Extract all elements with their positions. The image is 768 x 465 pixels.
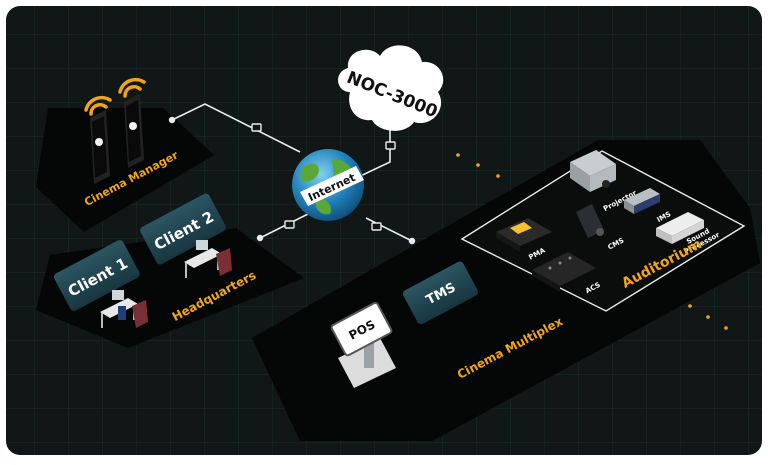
decorative-dots xyxy=(456,153,728,330)
wifi-icon xyxy=(84,77,146,116)
network-links xyxy=(171,103,413,242)
cinema-manager-platform xyxy=(36,108,214,232)
desk-workstation xyxy=(100,290,148,328)
cms-device xyxy=(576,204,604,238)
tms-card: TMS xyxy=(402,261,478,325)
pos-terminal: POS xyxy=(330,301,396,388)
phone-device xyxy=(124,94,144,168)
pma-device xyxy=(496,218,552,252)
desk-workstation xyxy=(184,240,232,278)
acs-device xyxy=(532,252,596,292)
internet-globe: Internet xyxy=(292,149,364,221)
noc-cloud: NOC-3000 xyxy=(338,45,444,131)
phone-device xyxy=(90,110,110,184)
link-endpoints xyxy=(168,116,416,245)
projector-device xyxy=(570,150,616,192)
lock-icon xyxy=(251,123,396,231)
ims-device xyxy=(624,188,660,214)
sound-processor-device xyxy=(656,212,704,244)
